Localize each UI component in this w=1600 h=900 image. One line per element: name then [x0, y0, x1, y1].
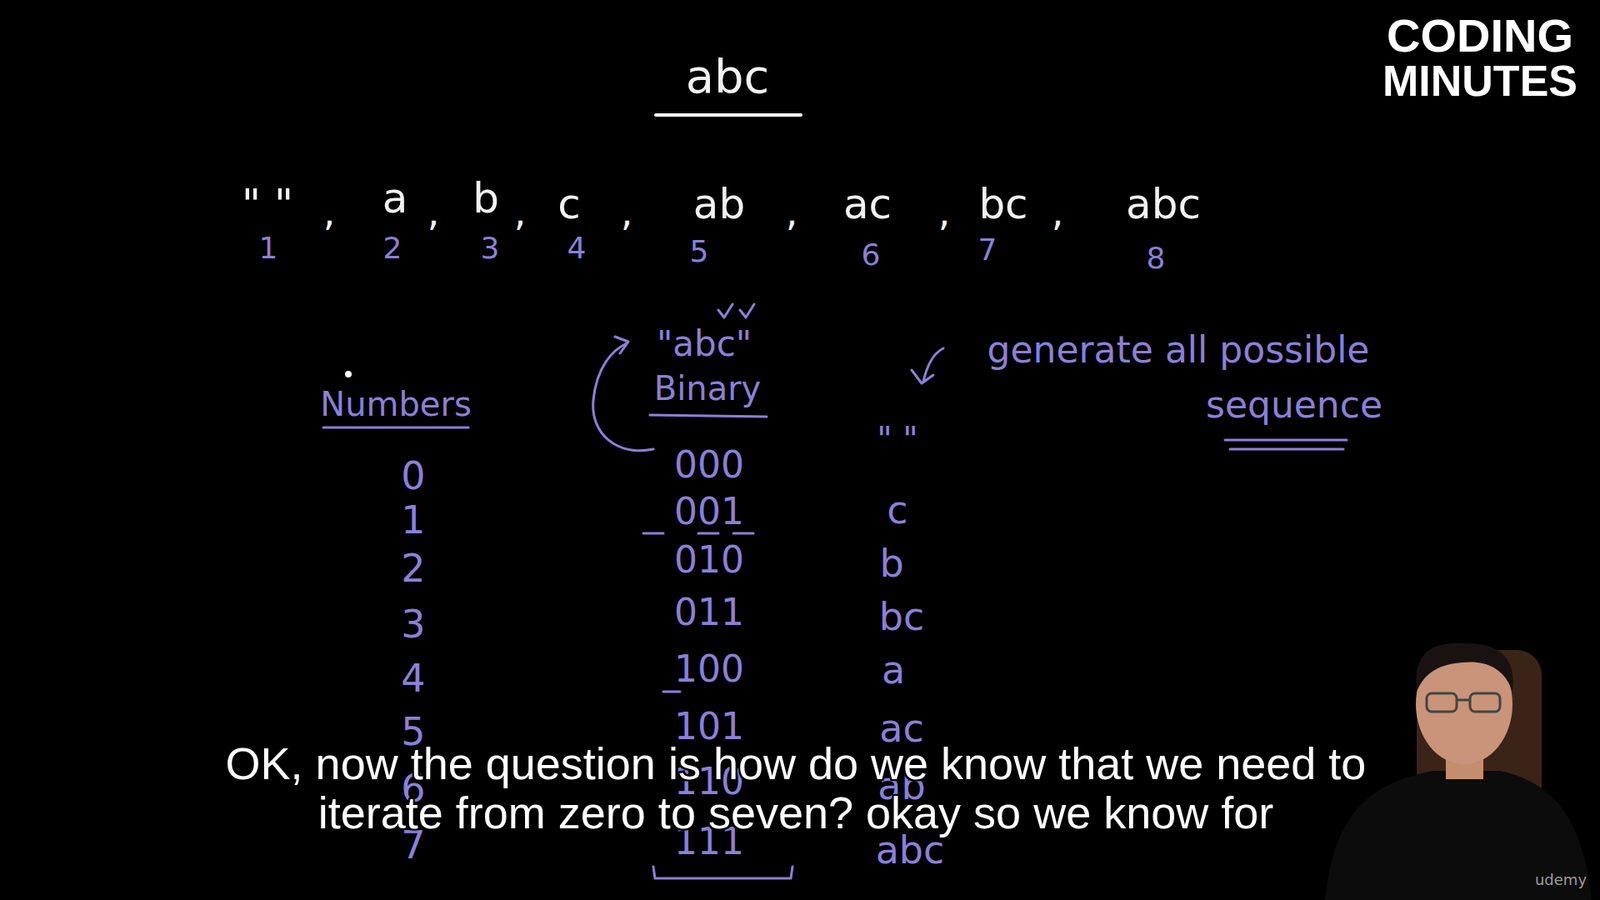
binary-cell: 000 — [674, 445, 745, 485]
row-item: c — [557, 181, 581, 228]
count-number: 6 — [861, 238, 881, 272]
comma: , — [620, 191, 634, 235]
check-marks — [718, 304, 755, 318]
note-text: sequence — [1205, 385, 1383, 425]
numbers-underline — [323, 426, 469, 430]
sequence-cell: b — [879, 542, 904, 585]
binary-cell: 010 — [674, 540, 745, 580]
binary-underline — [650, 415, 767, 417]
number-cell: 3 — [400, 603, 425, 646]
shirt — [1325, 770, 1592, 900]
count-number: 5 — [690, 235, 710, 269]
digit-underline — [663, 690, 680, 694]
count-number: 3 — [480, 231, 500, 265]
number-cell: 4 — [400, 657, 425, 700]
watermark: udemy — [1535, 871, 1587, 889]
column-heading: Numbers — [320, 385, 472, 423]
count-number: 1 — [259, 231, 279, 265]
curved-arrow — [593, 343, 654, 451]
binary-cell: 011 — [674, 592, 745, 633]
binary-cell: 001 — [674, 491, 745, 532]
digit-underlines — [643, 532, 754, 535]
column-heading: Binary — [654, 370, 762, 407]
arrow-head — [615, 336, 629, 354]
row-item: ac — [843, 181, 892, 228]
comma: , — [1051, 191, 1065, 235]
sequence-cell: bc — [879, 595, 925, 639]
sequence-cell: c — [886, 489, 908, 532]
comma: , — [323, 191, 336, 235]
row-item: " " — [241, 181, 294, 228]
note-text: generate all possible — [987, 330, 1370, 370]
hair — [1415, 643, 1513, 692]
comma: , — [514, 191, 527, 235]
number-cell: 0 — [400, 455, 425, 498]
count-number: 4 — [567, 231, 587, 265]
comma: , — [785, 191, 799, 235]
row-item: a — [382, 175, 409, 222]
count-number: 7 — [978, 233, 998, 267]
comma: , — [938, 191, 951, 235]
row-item: ab — [693, 181, 745, 228]
row-item: abc — [1125, 181, 1201, 228]
number-cell: 1 — [400, 499, 425, 542]
comma: , — [427, 191, 440, 235]
count-number: 2 — [383, 231, 403, 265]
sequence-cell: a — [881, 649, 905, 692]
count-number: 8 — [1146, 241, 1166, 275]
row-item: b — [472, 175, 500, 222]
binary-cell: 100 — [674, 649, 745, 690]
glasses — [1426, 693, 1500, 712]
check-arrow — [911, 348, 944, 384]
title-underline — [655, 113, 801, 117]
subtitle: OK, now the question is how do we know t… — [179, 739, 1413, 839]
sequence-underline — [1225, 439, 1347, 442]
dot — [345, 370, 352, 378]
title: abc — [685, 50, 770, 103]
sequence-cell: " " — [876, 420, 919, 458]
sequence-underline — [1230, 448, 1344, 451]
logo-text: MINUTES — [1382, 57, 1578, 105]
row-item: bc — [978, 181, 1028, 228]
number-cell: 2 — [400, 547, 425, 590]
logo-text: CODING — [1386, 10, 1574, 62]
bracket — [653, 866, 793, 879]
string-label: "abc" — [656, 325, 752, 364]
